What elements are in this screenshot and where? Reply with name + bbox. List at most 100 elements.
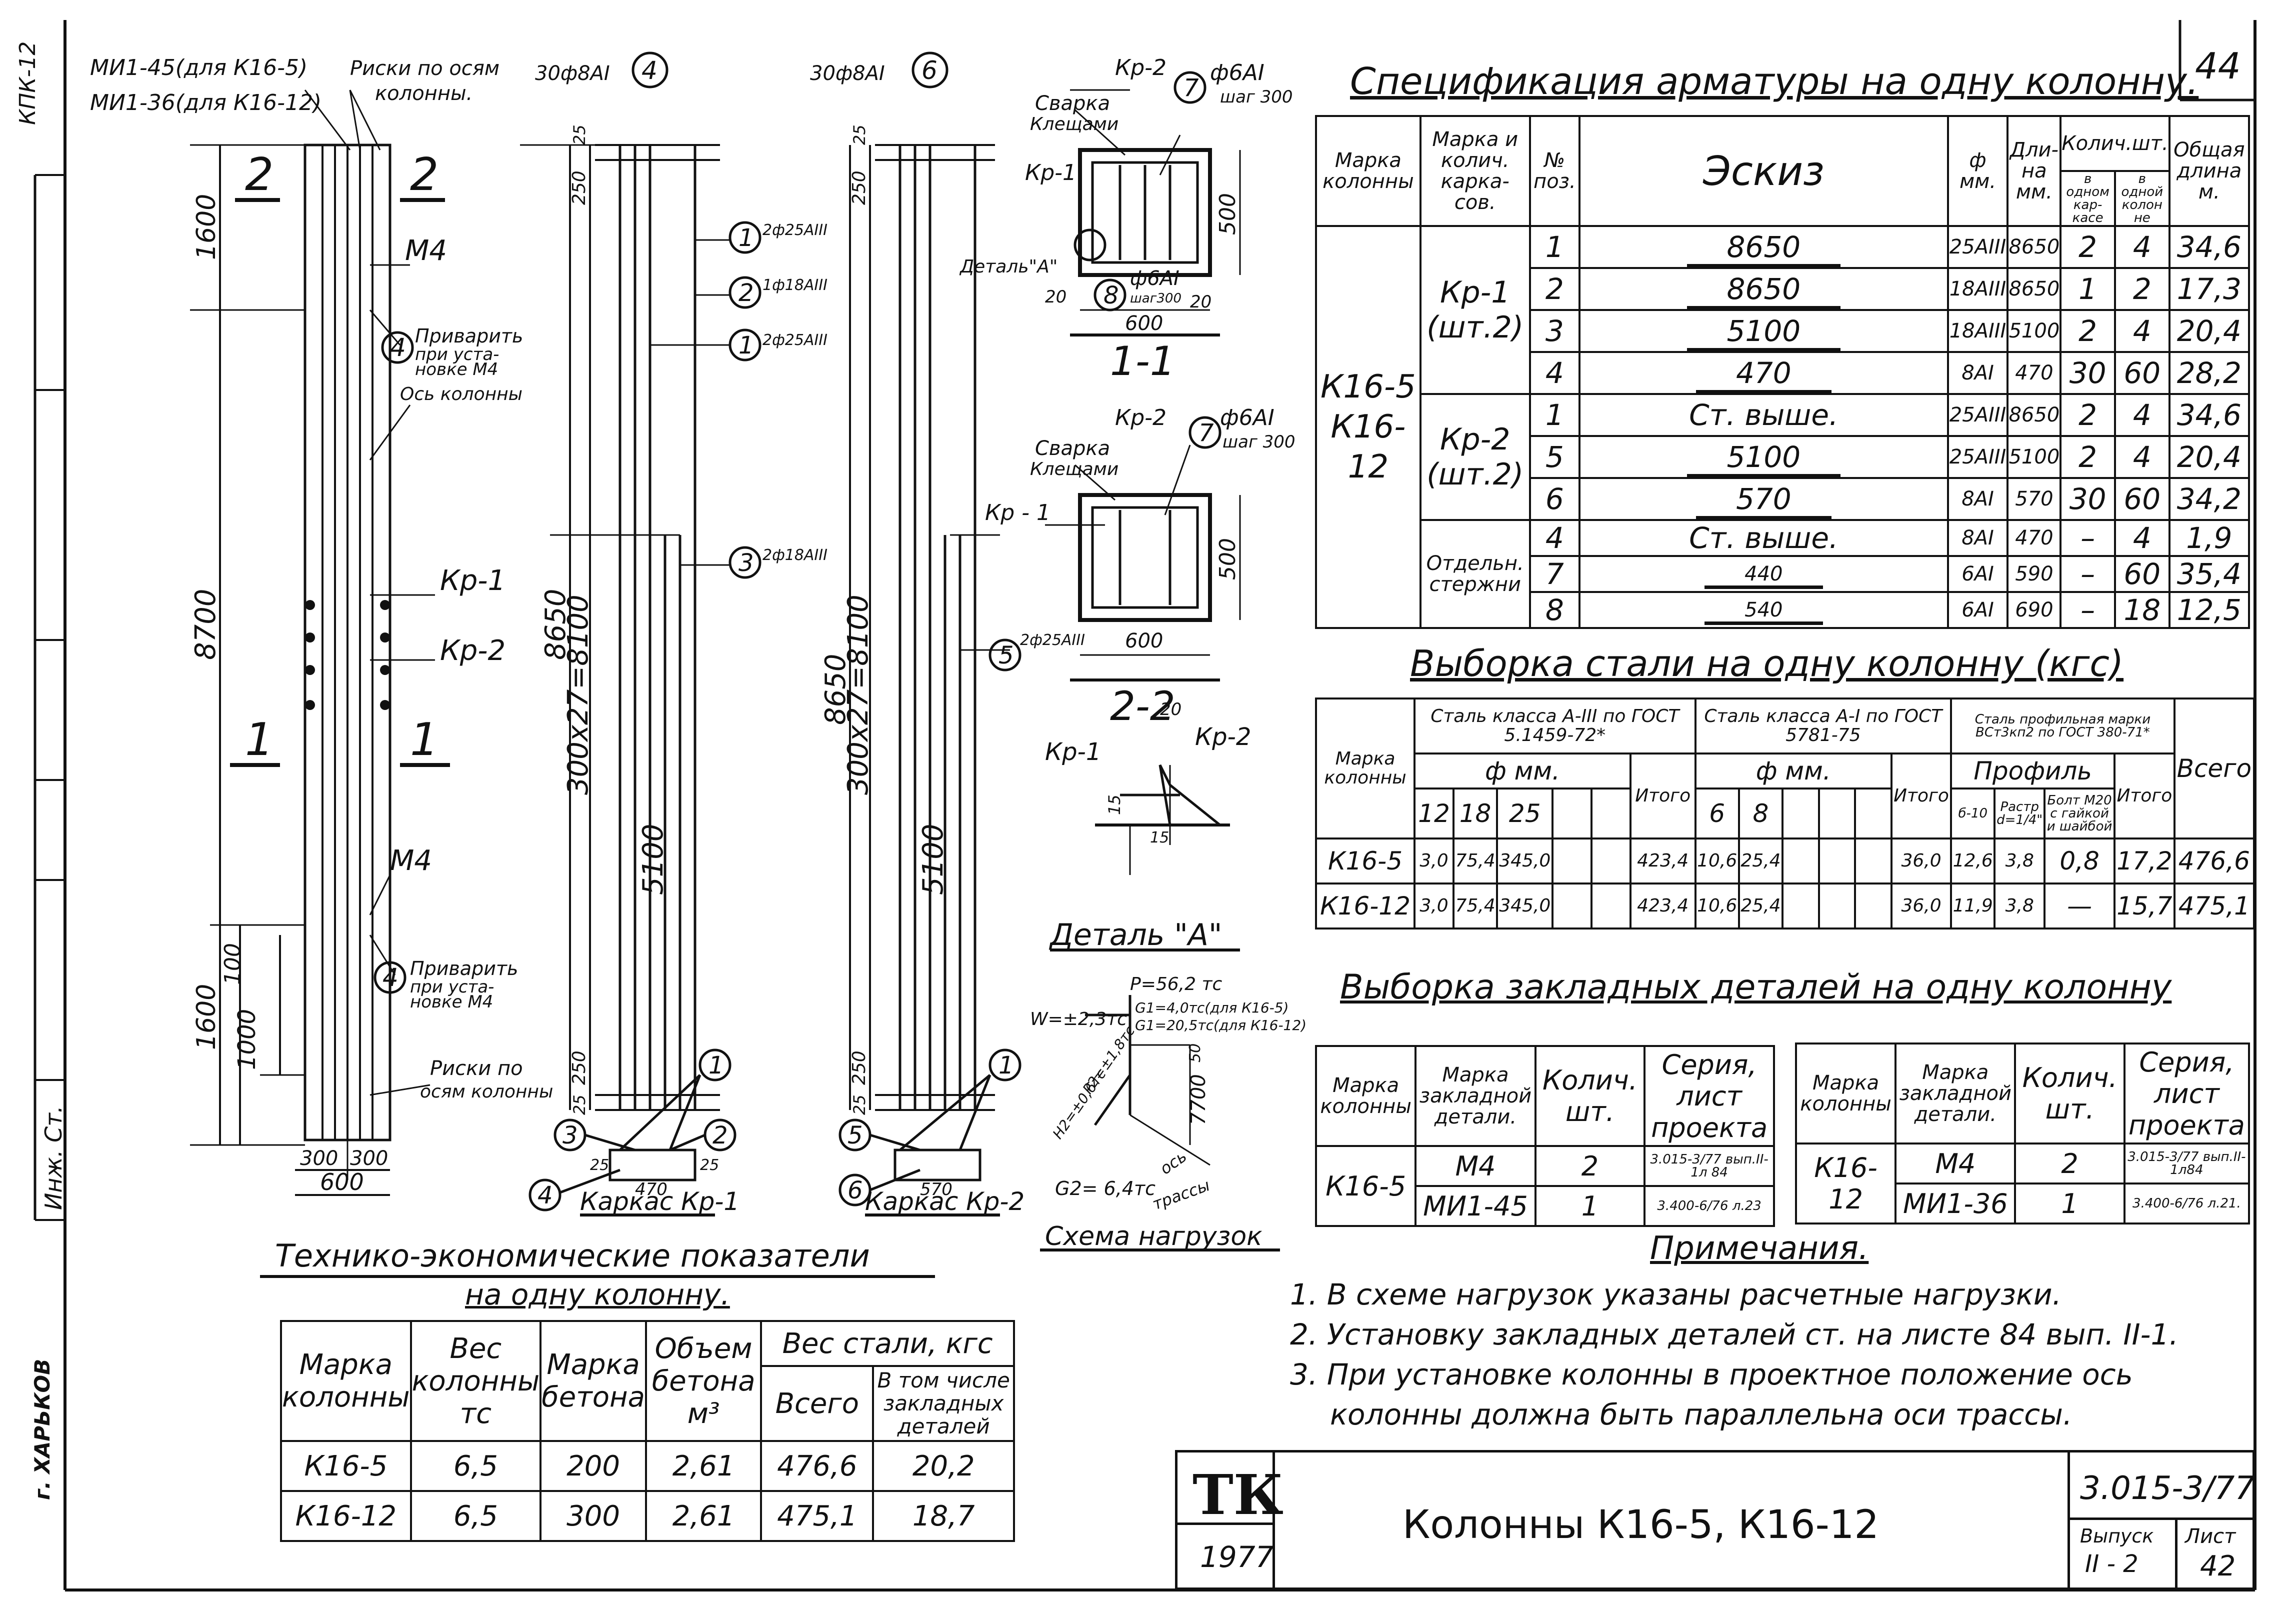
spec-qc: 18 [2114, 591, 2170, 629]
spec-qf: 2 [2060, 393, 2116, 437]
emb-l-mark: К16-5 [1314, 1145, 1417, 1227]
strip-signature: Инж. Ст. [40, 1106, 67, 1210]
label-m4-top: М4 [405, 234, 447, 267]
spec-pos: 1 [1528, 225, 1581, 269]
sec22-f6: ф6АI [1220, 405, 1274, 430]
stamp-logo: ТК [1192, 1462, 1284, 1527]
spec-sketch: 440 [1704, 562, 1823, 589]
tep-cell: К16-12 [280, 1490, 412, 1542]
steel-cell: 25,4 [1738, 882, 1784, 930]
spec-tot: 34,6 [2168, 393, 2250, 437]
tep-subtitle: на одну колонну. [465, 1278, 730, 1312]
label-mi36: МИ1-36(для К16-12) [90, 90, 322, 116]
spec-sketch: 540 [1704, 598, 1823, 625]
emb-cell: 3.400-6/76 л.23 [1644, 1185, 1775, 1227]
spec-len: 8650 [2006, 393, 2062, 437]
spec-len: 470 [2006, 519, 2062, 557]
spec-qc: 4 [2114, 435, 2170, 479]
kr1-dim-250: 250 [569, 170, 590, 205]
load-w: W=±2,3тс [1030, 1009, 1127, 1030]
sec11-title: 1-1 [1110, 338, 1176, 384]
spec-pos: 2 [1528, 267, 1581, 311]
sec11-20b: 20 [1190, 292, 1212, 312]
spec-tot: 20,4 [2168, 435, 2250, 479]
tep-cell: 2,61 [644, 1490, 762, 1542]
sec22-500: 500 [1215, 538, 1240, 580]
kr1-dim-5100-b: 5100 [637, 824, 670, 895]
steel-h-vastr: Растр d=1/4" [1994, 788, 2046, 840]
kr1-bottom-4: 4 [538, 1182, 553, 1210]
tep-cell: 6,5 [410, 1490, 542, 1542]
kr1-dim-25c: 25 [700, 1156, 719, 1174]
spec-len: 8650 [2006, 267, 2062, 311]
stamp-sheet-label: Лист [2185, 1525, 2236, 1548]
tep-cell: 476,6 [760, 1440, 874, 1492]
spec-len: 470 [2006, 351, 2062, 395]
kr2-dim-8100: 300x27=8100 [842, 594, 874, 795]
tep-cell: К16-5 [280, 1440, 412, 1492]
spec-phi: 18АIII [1946, 267, 2009, 311]
steel-table: Марка колонны Сталь класса А-III по ГОСТ… [1314, 698, 2256, 930]
steel-cell: — [2044, 882, 2116, 930]
spec-phi: 25АIII [1946, 393, 2009, 437]
spec-h-qty-frame: в одном кар-касе [2060, 170, 2116, 227]
kr2-caption: Каркас Кр-2 [865, 1187, 1024, 1216]
emb-cell: МИ1-36 [1894, 1182, 2016, 1224]
label-weld-top: Приварить [415, 325, 523, 347]
load-p: P=56,2 тс [1130, 974, 1222, 994]
kr1-dim-25a: 25 [590, 1156, 609, 1174]
kr1-bottom-1: 1 [708, 1052, 724, 1080]
steel-h-total: Всего [2173, 698, 2256, 840]
kr2-bottom-1: 1 [998, 1052, 1014, 1080]
emb-l-h-emb: Марка закладной детали. [1414, 1045, 1536, 1147]
spec-pos: 1 [1528, 393, 1581, 437]
spec-qc: 4 [2114, 393, 2170, 437]
sec22-title: 2-2 [1110, 683, 1176, 730]
steel-mark: К16-5 [1314, 838, 1416, 884]
spec-len: 690 [2006, 591, 2062, 629]
steel-h-6: 6 [1694, 788, 1740, 840]
spec-h-qty: Колич.шт. [2060, 115, 2170, 172]
spec-tot: 35,4 [2168, 555, 2250, 593]
steel-cell: 3,8 [1994, 882, 2046, 930]
spec-qc: 60 [2114, 477, 2170, 521]
spec-pos: 4 [1528, 351, 1581, 395]
tep-table: Марка колонны Вес колонны тс Марка бетон… [280, 1320, 1015, 1542]
steel-h-12: 12 [1414, 788, 1454, 840]
steel-h-itogo3: Итого [2114, 752, 2176, 840]
sec11-step2: шаг300 [1130, 291, 1182, 306]
stamp-issue-label: Выпуск [2080, 1525, 2154, 1547]
kr1-num-1b: 1 [738, 332, 754, 360]
label-circle-4-bottom: 4 [382, 963, 398, 992]
steel-cell: 11,9 [1950, 882, 1996, 930]
steel-cell: 423,4 [1629, 838, 1696, 884]
detail-15a: 15 [1105, 794, 1124, 815]
spec-phi: 6АI [1946, 591, 2009, 629]
spec-group-separate: Отдельн. стержни [1419, 519, 1531, 629]
sec11-weld2: Клещами [1030, 114, 1118, 134]
tep-cell: 200 [540, 1440, 647, 1492]
detail-kr1: Кр-1 [1045, 738, 1101, 766]
notes-title: Примечания. [1650, 1230, 1869, 1267]
sec11-kr1: Кр-1 [1025, 160, 1076, 186]
spec-qc: 4 [2114, 225, 2170, 269]
spec-h-phi: ф мм. [1946, 115, 2009, 227]
steel-h-prof: Сталь профильная марки ВСт3кп2 по ГОСТ 3… [1950, 698, 2176, 754]
steel-cell: 15,7 [2114, 882, 2176, 930]
steel-h-itogo2: Итого [1890, 752, 1952, 840]
kr2-top-bar: 30ф8АI [810, 62, 885, 85]
steel-cell: 36,0 [1890, 838, 1952, 884]
sec11-kr2: Кр-2 [1115, 55, 1166, 80]
kr2-dim-250: 250 [849, 170, 870, 205]
load-title: Схема нагрузок [1045, 1222, 1262, 1252]
note-4: колонны должна быть параллельна оси трас… [1330, 1398, 2072, 1432]
tep-h-weight: Вес колонны тс [410, 1320, 542, 1442]
spec-h-pos: № поз. [1528, 115, 1581, 227]
tep-cell: 2,61 [644, 1440, 762, 1492]
spec-qc: 2 [2114, 267, 2170, 311]
spec-len: 5100 [2006, 435, 2062, 479]
spec-pos: 8 [1528, 591, 1581, 629]
sec11-detail: Деталь"А" [959, 256, 1058, 277]
kr1-dim-25: 25 [570, 124, 589, 145]
spec-qc: 60 [2114, 555, 2170, 593]
